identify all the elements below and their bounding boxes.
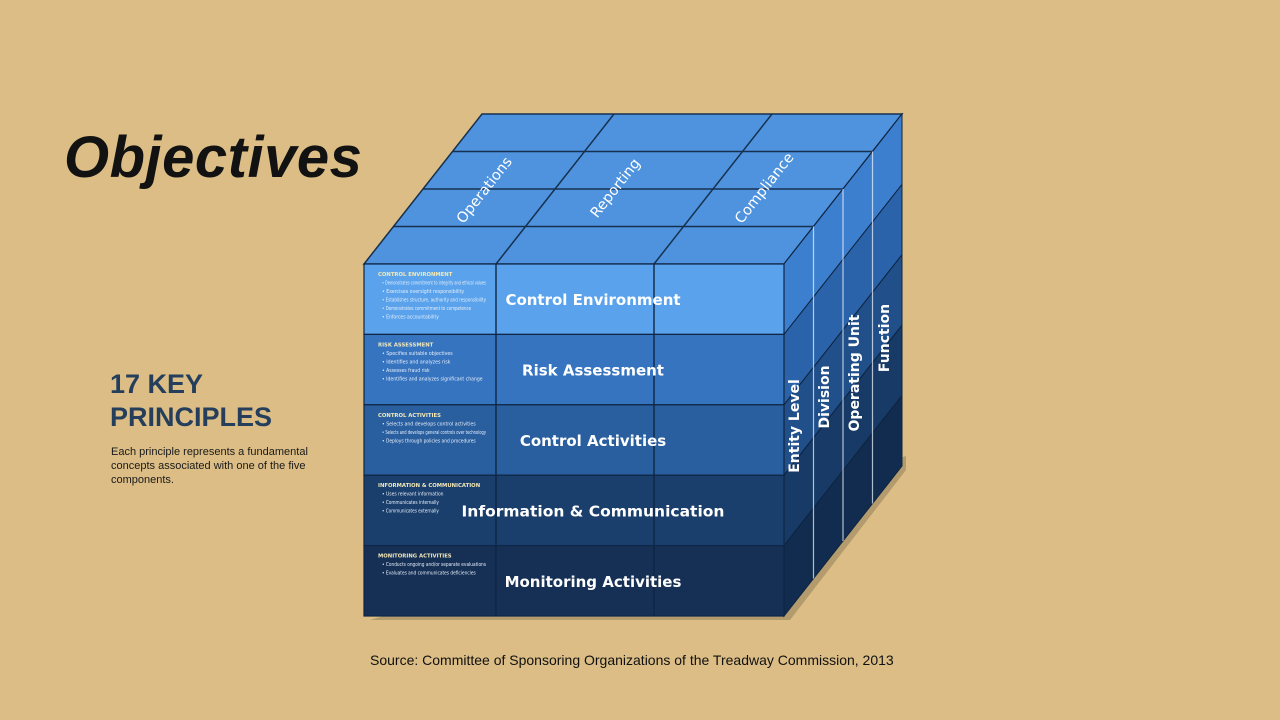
- principle-item: • Communicates internally: [382, 500, 439, 506]
- side-label: Function: [877, 304, 893, 372]
- principle-item: • Establishes structure, authority and r…: [382, 298, 486, 304]
- side-label: Entity Level: [787, 379, 803, 473]
- principle-item: • Demonstrates commitment to competence: [382, 306, 471, 312]
- principle-heading: RISK ASSESSMENT: [378, 342, 434, 348]
- key-principles-description: Each principle represents a fundamental …: [111, 446, 308, 486]
- top-grid-line: [495, 113, 615, 265]
- source-citation: Source: Committee of Sponsoring Organiza…: [370, 652, 894, 668]
- front-row-5: [363, 544, 785, 617]
- principle-item: • Identifies and analyzes significant ch…: [382, 376, 483, 382]
- principle-item: • Specifies suitable objectives: [382, 351, 453, 357]
- principle-heading: CONTROL ACTIVITIES: [378, 413, 441, 419]
- front-row-1: [363, 263, 785, 336]
- principle-item: • Deploys through policies and procedure…: [382, 438, 476, 444]
- slide-title: Objectives: [64, 125, 363, 190]
- side-label: Division: [817, 365, 833, 428]
- principle-item: • Evaluates and communicates deficiencie…: [382, 571, 476, 577]
- front-row-3: [363, 404, 785, 476]
- component-label: Monitoring Activities: [505, 573, 682, 591]
- key-heading-line2: PRINCIPLES: [110, 402, 273, 432]
- principle-item: • Conducts ongoing and/or separate evalu…: [382, 562, 486, 568]
- principle-item: • Selects and develops control activitie…: [382, 421, 476, 427]
- key-principles-heading: 17 KEY PRINCIPLES: [110, 368, 272, 434]
- principle-item: • Demonstrates commitment to integrity a…: [382, 281, 486, 287]
- principle-item: • Selects and develops general controls …: [382, 430, 486, 436]
- key-heading-line1: 17 KEY: [110, 369, 204, 399]
- component-label: Control Activities: [520, 432, 666, 450]
- principle-heading: INFORMATION & COMMUNICATION: [378, 483, 480, 489]
- component-label: Control Environment: [505, 291, 680, 309]
- side-label: Operating Unit: [847, 314, 863, 431]
- top-grid-line: [653, 113, 773, 265]
- principle-heading: MONITORING ACTIVITIES: [378, 554, 452, 560]
- principle-item: • Identifies and analyzes risk: [382, 359, 451, 365]
- principle-heading: CONTROL ENVIRONMENT: [378, 272, 453, 278]
- component-label: Information & Communication: [462, 502, 725, 520]
- component-label: Risk Assessment: [522, 362, 664, 380]
- front-row-4: [363, 474, 785, 547]
- principle-item: • Assesses fraud risk: [382, 368, 430, 374]
- principle-item: • Exercises oversight responsibility: [382, 289, 464, 295]
- front-row-2: [363, 333, 785, 406]
- principle-item: • Communicates externally: [382, 509, 439, 515]
- principle-item: • Uses relevant information: [382, 492, 444, 498]
- principle-item: • Enforces accountability: [382, 315, 439, 321]
